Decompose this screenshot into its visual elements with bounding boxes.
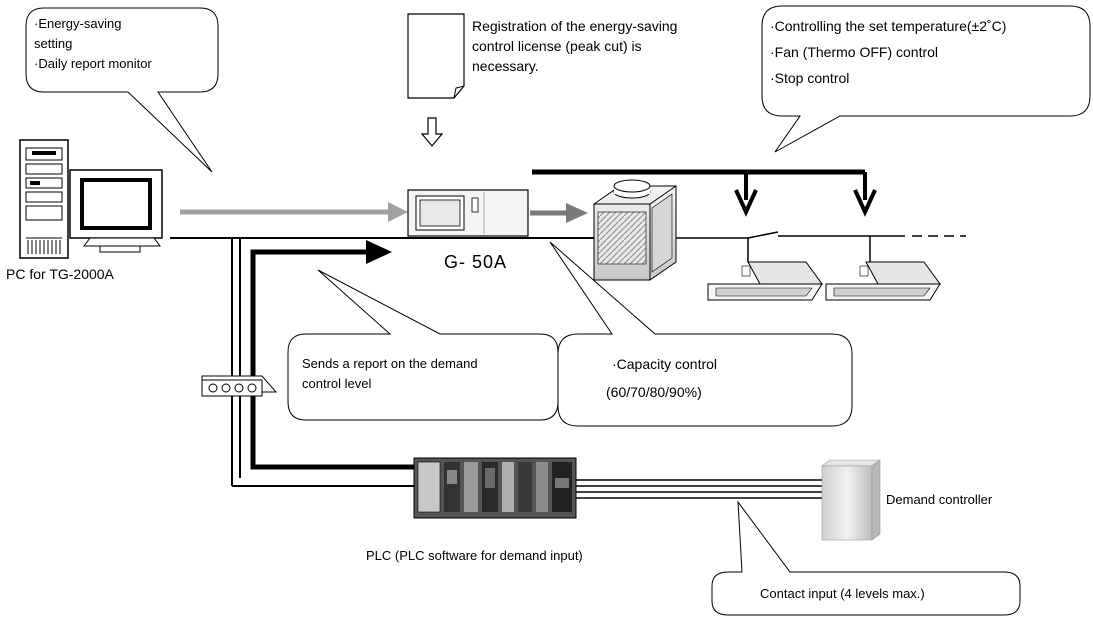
license-note-line-1: Registration of the energy-saving [472,18,678,34]
outdoor-unit-icon [593,179,677,281]
temperature-control-line-1: ·Controlling the set temperature(±2˚C) [770,18,1007,34]
capacity-control-line-2: (60/70/80/90%) [606,384,702,400]
network-hub-icon [201,375,278,397]
demand-report-callout [287,269,559,421]
indoor-unit-1-icon [707,261,823,301]
pc-settings-callout [25,7,219,173]
license-note-line-3: necessary. [472,58,539,74]
capacity-control-line-1: ·Capacity control [612,356,718,372]
demand-controller-label: Demand controller [886,492,993,507]
g50a-label: G- 50A [444,252,508,272]
pc-settings-line-2: setting [34,36,73,51]
plc-label: PLC (PLC software for demand input) [366,548,583,563]
temperature-control-line-2: ·Fan (Thermo OFF) control [770,44,939,60]
license-document-icon [407,13,465,99]
pc-to-g50a-arrow [180,202,408,222]
demand-report-line-1: Sends a report on the demand [302,356,478,371]
pc-settings-line-1: ·Energy-saving [34,16,122,31]
pc-label: PC for TG-2000A [6,266,114,282]
contact-input-callout [711,500,1021,616]
temperature-control-callout [761,5,1091,153]
indoor-control-arrows [532,169,877,217]
hollow-down-arrow-icon [420,117,444,147]
pc-icon [19,139,163,259]
pc-settings-line-3: ·Daily report monitor [34,56,152,71]
g50a-controller-icon [407,189,529,237]
demand-report-arrow [366,240,392,264]
temperature-control-line-3: ·Stop control [770,70,850,86]
license-note-line-2: control license (peak cut) is [472,38,642,54]
plc-icon [413,457,577,519]
capacity-control-callout [549,241,853,427]
indoor-unit-2-icon [825,261,941,301]
network-wiring [170,231,966,499]
demand-controller-icon [821,459,881,541]
g50a-to-outdoor-arrow [530,203,588,223]
contact-input-label: Contact input (4 levels max.) [760,586,925,601]
demand-report-line-2: control level [302,376,372,391]
